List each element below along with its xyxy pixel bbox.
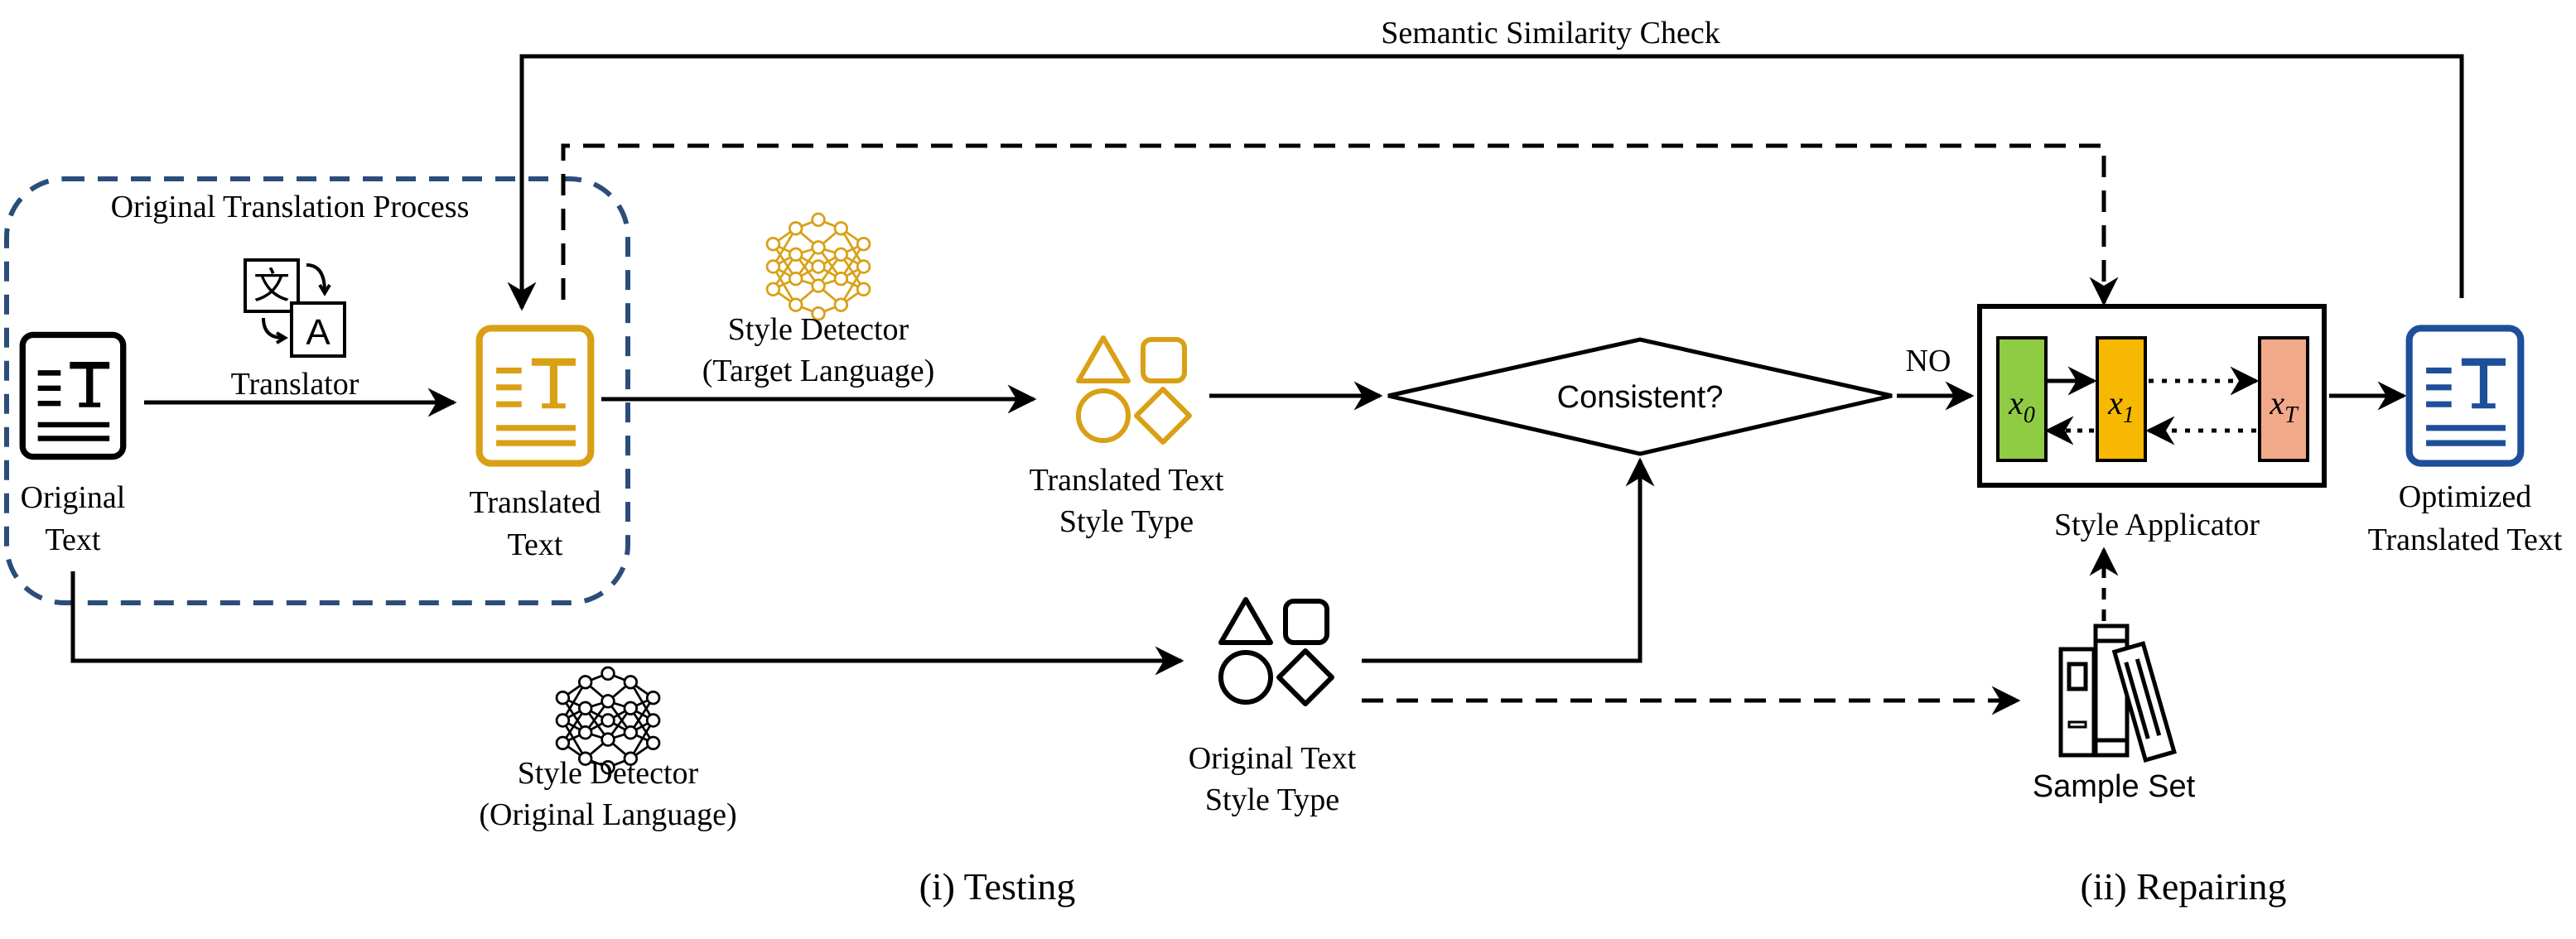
xT-label: xT <box>2269 384 2299 428</box>
svg-text:文: 文 <box>253 266 290 306</box>
style-applicator-label: Style Applicator <box>2054 508 2260 542</box>
translated-style-shapes-icon <box>1078 338 1189 442</box>
original-style-label-1: Original Text <box>1189 741 1357 776</box>
original-style-to-consistent-arrow <box>1362 457 1655 663</box>
original-to-style-type-arrow <box>70 571 1184 676</box>
style-detector-target-label-1: Style Detector <box>728 312 909 347</box>
original-style-shapes-icon <box>1221 600 1332 704</box>
translated-text-label-1: Translated <box>469 485 601 520</box>
xT-block <box>2258 336 2309 462</box>
x1-block <box>2096 336 2147 462</box>
original-text-label-1: Original <box>21 480 126 515</box>
translated-style-label-1: Translated Text <box>1030 463 1224 498</box>
repairing-section-label: (ii) Repairing <box>2080 865 2286 908</box>
translator-label: Translator <box>231 367 359 402</box>
x0-block <box>1996 336 2048 462</box>
original-text-document-icon <box>22 335 123 456</box>
original-process-label: Original Translation Process <box>111 190 470 224</box>
translated-text-document-icon <box>480 328 591 463</box>
translate-icon: 文 A <box>244 258 346 358</box>
consistent-decision-diamond <box>1387 337 1893 456</box>
translated-style-label-2: Style Type <box>1059 504 1194 539</box>
optimized-text-document-icon <box>2410 328 2521 463</box>
semantic-check-line <box>507 54 2464 311</box>
style-detector-original-label-1: Style Detector <box>518 756 699 791</box>
style-detector-original-label-2: (Original Language) <box>479 797 736 832</box>
svg-text:A: A <box>306 312 330 353</box>
x0-label: x0 <box>2008 384 2035 428</box>
neural-network-target-icon <box>765 212 871 321</box>
original-style-label-2: Style Type <box>1205 782 1339 817</box>
no-label: NO <box>1906 344 1951 378</box>
books-icon <box>2058 624 2177 763</box>
testing-section-label: (i) Testing <box>919 865 1076 908</box>
translated-text-label-2: Text <box>508 527 563 562</box>
translated-to-applicator-dashed <box>561 143 2119 306</box>
sample-set-label: Sample Set <box>2033 769 2196 804</box>
optimized-label-2: Translated Text <box>2368 522 2563 557</box>
optimized-label-1: Optimized <box>2399 479 2531 514</box>
x1-label: x1 <box>2107 384 2135 428</box>
style-detector-target-label-2: (Target Language) <box>702 354 934 388</box>
semantic-check-label: Semantic Similarity Check <box>1381 16 1720 51</box>
consistent-label: Consistent? <box>1557 380 1724 415</box>
original-text-label-2: Text <box>46 522 101 557</box>
